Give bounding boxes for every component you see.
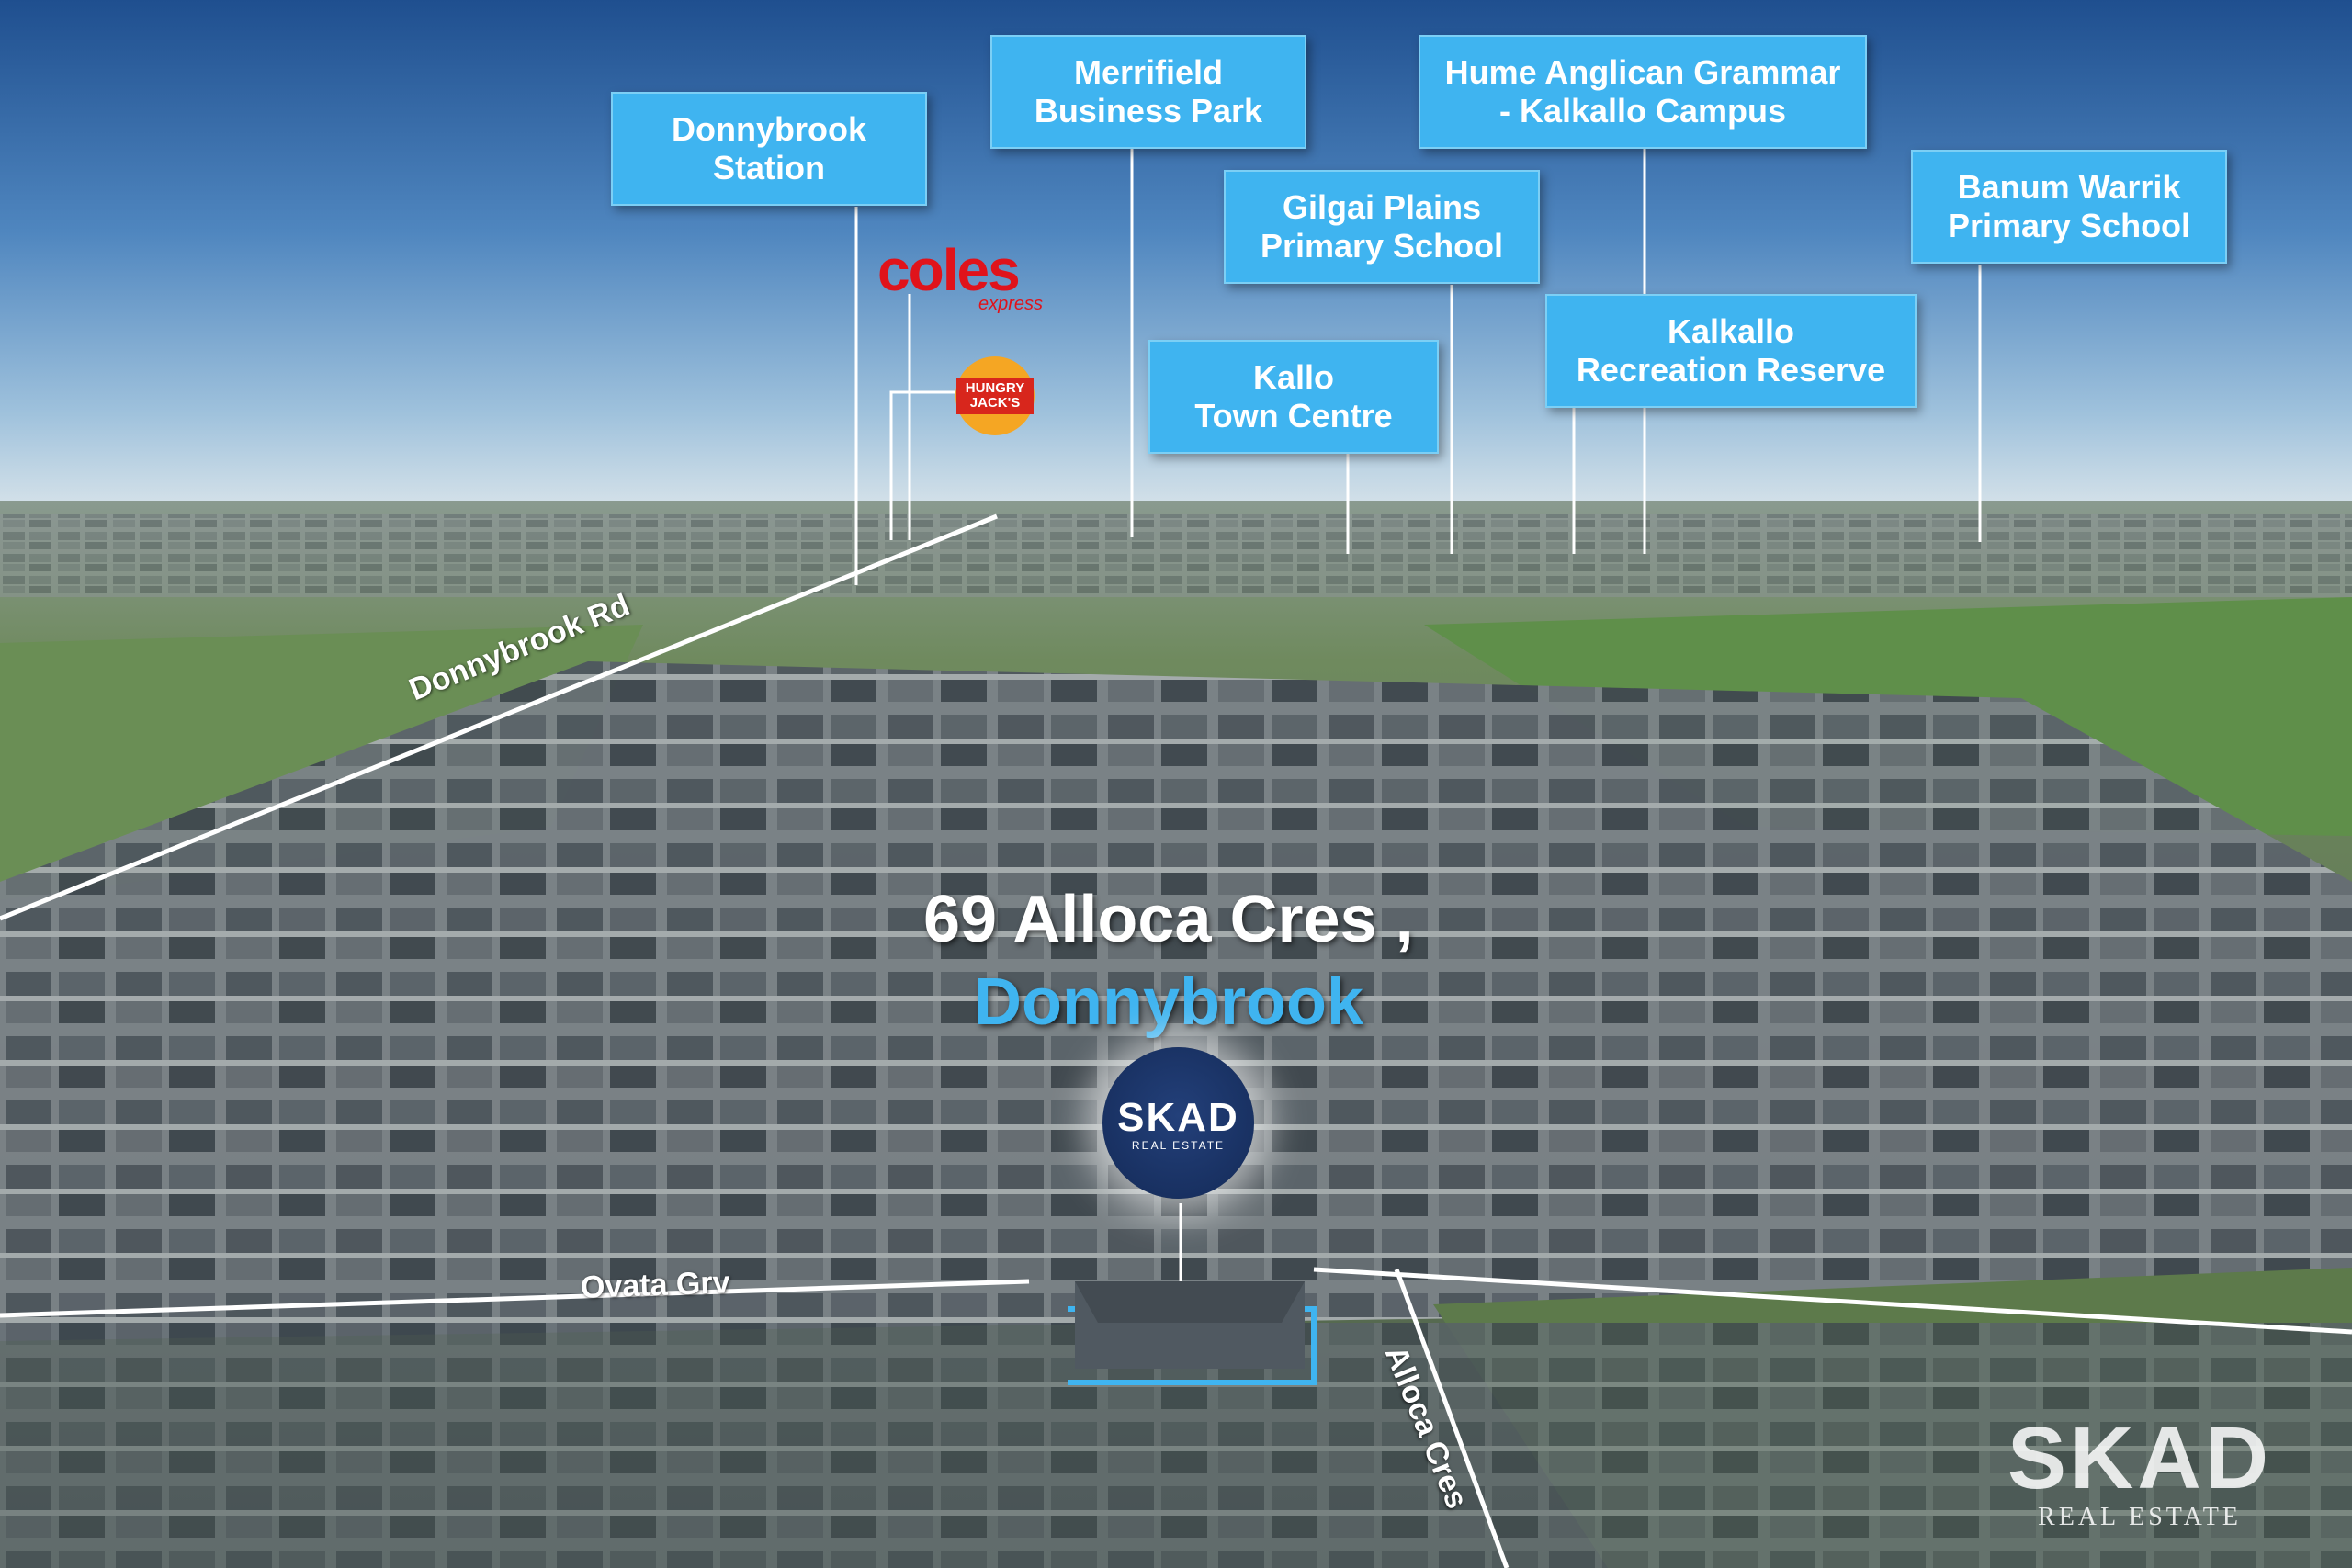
callout-line: Gilgai Plains bbox=[1282, 188, 1482, 226]
coles-logo: coles bbox=[877, 237, 1021, 303]
callout-line: Business Park bbox=[1034, 92, 1263, 130]
hungry-jacks-line: HUNGRY bbox=[965, 380, 1025, 396]
callout-line: Kallo bbox=[1252, 358, 1334, 396]
skad-watermark: SKAD REAL ESTATE bbox=[2007, 1415, 2272, 1532]
hungry-jacks-line: JACK'S bbox=[969, 395, 1021, 411]
logo-name: SKAD bbox=[1117, 1094, 1239, 1140]
callout-line: Station bbox=[713, 149, 825, 186]
logo-tagline: REAL ESTATE bbox=[1131, 1138, 1226, 1152]
callout-donnybrook-station: Donnybrook Station bbox=[611, 92, 927, 206]
callout-gilgai-plains-primary: Gilgai Plains Primary School bbox=[1224, 170, 1540, 284]
watermark-name: SKAD bbox=[2007, 1409, 2273, 1507]
suburb-title: Donnybrook bbox=[974, 965, 1363, 1039]
skad-logo-badge: SKAD REAL ESTATE bbox=[1102, 1047, 1254, 1199]
callout-hume-anglican-grammar: Hume Anglican Grammar - Kalkallo Campus bbox=[1419, 35, 1867, 149]
callout-merrifield-business-park: Merrifield Business Park bbox=[990, 35, 1306, 149]
callout-line: Banum Warrik bbox=[1957, 168, 2181, 206]
callout-line: Merrifield bbox=[1073, 53, 1224, 91]
callout-line: Primary School bbox=[1947, 207, 2191, 244]
callout-banum-warrik-primary: Banum Warrik Primary School bbox=[1911, 150, 2227, 264]
callout-line: Hume Anglican Grammar bbox=[1444, 53, 1841, 91]
address-title: 69 Alloca Cres , bbox=[923, 883, 1414, 956]
callout-line: Primary School bbox=[1260, 227, 1504, 265]
callout-line: Town Centre bbox=[1194, 397, 1393, 434]
callout-kalkallo-recreation-reserve: Kalkallo Recreation Reserve bbox=[1545, 294, 1917, 408]
callout-line: Kalkallo bbox=[1667, 312, 1795, 350]
callout-line: Recreation Reserve bbox=[1576, 351, 1886, 389]
coles-express-label: express bbox=[978, 294, 1044, 314]
road-label-ovata-grv: Ovata Grv bbox=[580, 1265, 731, 1305]
callout-line: Donnybrook bbox=[672, 110, 866, 148]
callout-line: - Kalkallo Campus bbox=[1498, 92, 1787, 130]
watermark-tagline: REAL ESTATE bbox=[2038, 1503, 2242, 1531]
callout-kallo-town-centre: Kallo Town Centre bbox=[1148, 340, 1439, 454]
hungry-jacks-logo: HUNGRY JACK'S bbox=[956, 356, 1035, 435]
